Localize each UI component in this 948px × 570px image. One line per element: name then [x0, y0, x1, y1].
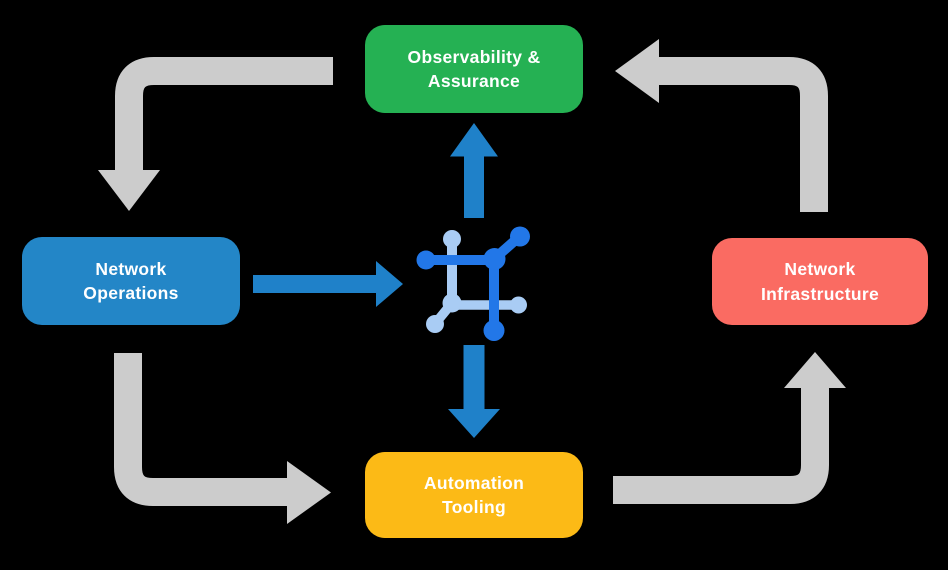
node-network-operations: Network Operations: [22, 237, 240, 325]
arrow-center-to-observability: [450, 123, 498, 218]
node-network-infrastructure: Network Infrastructure: [712, 238, 928, 325]
node-label: Automation Tooling: [423, 472, 525, 517]
arrow-center-to-automation: [448, 345, 500, 438]
node-label: Network Operations: [83, 258, 179, 303]
node-label: Observability & Assurance: [407, 46, 541, 91]
node-automation-tooling: Automation Tooling: [365, 452, 583, 538]
arrow-automation-to-infrastructure: [613, 352, 846, 504]
arrow-infrastructure-to-observability: [615, 39, 828, 212]
network-mesh-icon: [416, 226, 530, 341]
node-observability-assurance: Observability & Assurance: [365, 25, 583, 113]
node-label: Network Infrastructure: [761, 259, 879, 304]
arrow-operations-to-automation: [114, 353, 331, 524]
arrow-observability-to-operations: [98, 57, 333, 211]
arrow-operations-to-center: [253, 261, 403, 307]
